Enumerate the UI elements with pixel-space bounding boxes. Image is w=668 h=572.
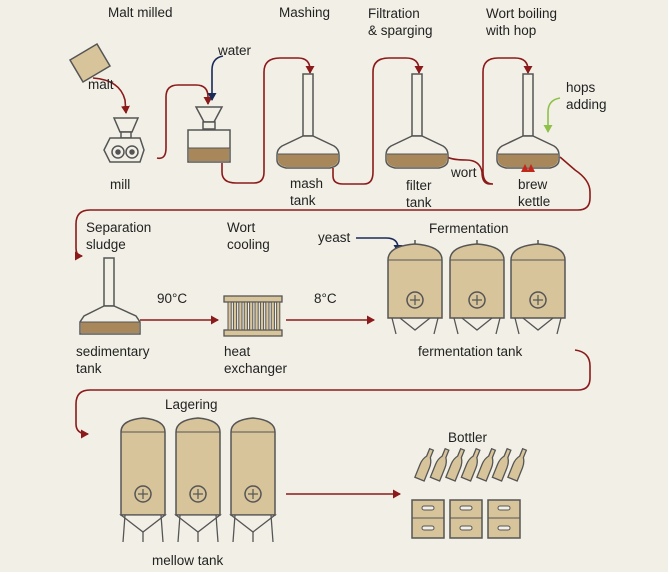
label-yeast: yeast xyxy=(318,230,351,245)
filter-tank-icon xyxy=(385,73,449,169)
water-arrow xyxy=(207,55,224,101)
flow-lines xyxy=(74,57,591,499)
fermentation-tank-icon xyxy=(449,240,505,335)
flow-filter-to-kettle xyxy=(446,57,533,185)
fermentation-tanks xyxy=(387,240,566,335)
fermentation-tank-icon xyxy=(387,240,443,335)
crate-icon xyxy=(411,499,445,539)
label-fermentation: Fermentation xyxy=(429,221,509,236)
label-mash-tank: mash tank xyxy=(290,176,324,208)
mellow-tank-icon xyxy=(174,417,222,543)
label-lagering: Lagering xyxy=(165,397,218,412)
label-separation-sludge: Separation sludge xyxy=(86,220,152,252)
label-8c: 8°C xyxy=(314,291,337,306)
yeast-arrow xyxy=(356,237,403,253)
crate-icon xyxy=(449,499,483,539)
bottle-icon xyxy=(476,447,497,482)
burner-flame-icon xyxy=(521,164,535,172)
label-heat-exchanger: heat exchanger xyxy=(224,344,288,376)
label-bottler: Bottler xyxy=(448,430,488,445)
label-malt-milled: Malt milled xyxy=(108,5,173,20)
bottle-icon xyxy=(460,447,481,482)
label-wort: wort xyxy=(451,165,477,180)
bottle-icon xyxy=(445,447,466,482)
label-wort-cooling: Wort cooling xyxy=(227,220,270,252)
label-water: water xyxy=(218,43,252,58)
mellow-tank-icon xyxy=(119,417,167,543)
label-fermentation-tank: fermentation tank xyxy=(418,344,523,359)
flow-malt-to-mill xyxy=(92,77,130,114)
label-sedimentary-tank: sedimentary tank xyxy=(76,344,150,376)
label-filter-tank: filter tank xyxy=(406,178,432,210)
label-90c: 90°C xyxy=(157,291,188,306)
flow-mash-to-filter xyxy=(332,57,424,185)
mellow-tank-icon xyxy=(229,417,277,543)
flow-mill-to-hopper xyxy=(156,84,213,160)
sedimentary-tank-icon xyxy=(79,257,141,335)
flow-fermentation-to-lagering xyxy=(75,349,591,439)
water-hopper-icon xyxy=(187,106,231,163)
crates xyxy=(411,499,521,539)
label-wort-boiling: Wort boiling with hop xyxy=(486,6,558,38)
label-mashing: Mashing xyxy=(279,5,331,20)
flow-hopper-to-mash xyxy=(221,57,315,184)
brew-kettle-icon xyxy=(496,73,560,172)
fermentation-tank-icon xyxy=(510,240,566,335)
bottles xyxy=(414,447,528,482)
label-hops-adding: hops adding xyxy=(566,80,607,112)
bottle-icon xyxy=(491,447,512,482)
flow-kettle-to-sedimentary xyxy=(74,156,591,261)
mash-tank-icon xyxy=(276,73,340,169)
bottle-icon xyxy=(429,447,450,482)
grain-mill-icon xyxy=(103,117,145,163)
malt-bag-icon xyxy=(68,42,112,84)
crate-icon xyxy=(487,499,521,539)
label-mellow-tank: mellow tank xyxy=(152,553,224,568)
label-filtration: Filtration & sparging xyxy=(368,6,433,38)
bottle-icon xyxy=(507,447,528,482)
heat-exchanger-icon xyxy=(223,295,283,337)
mellow-tanks xyxy=(119,417,277,543)
label-malt: malt xyxy=(88,77,114,92)
label-brew-kettle: brew kettle xyxy=(518,177,551,209)
hops-arrow xyxy=(543,97,561,133)
label-mill: mill xyxy=(110,177,131,192)
bottle-icon xyxy=(414,447,435,482)
